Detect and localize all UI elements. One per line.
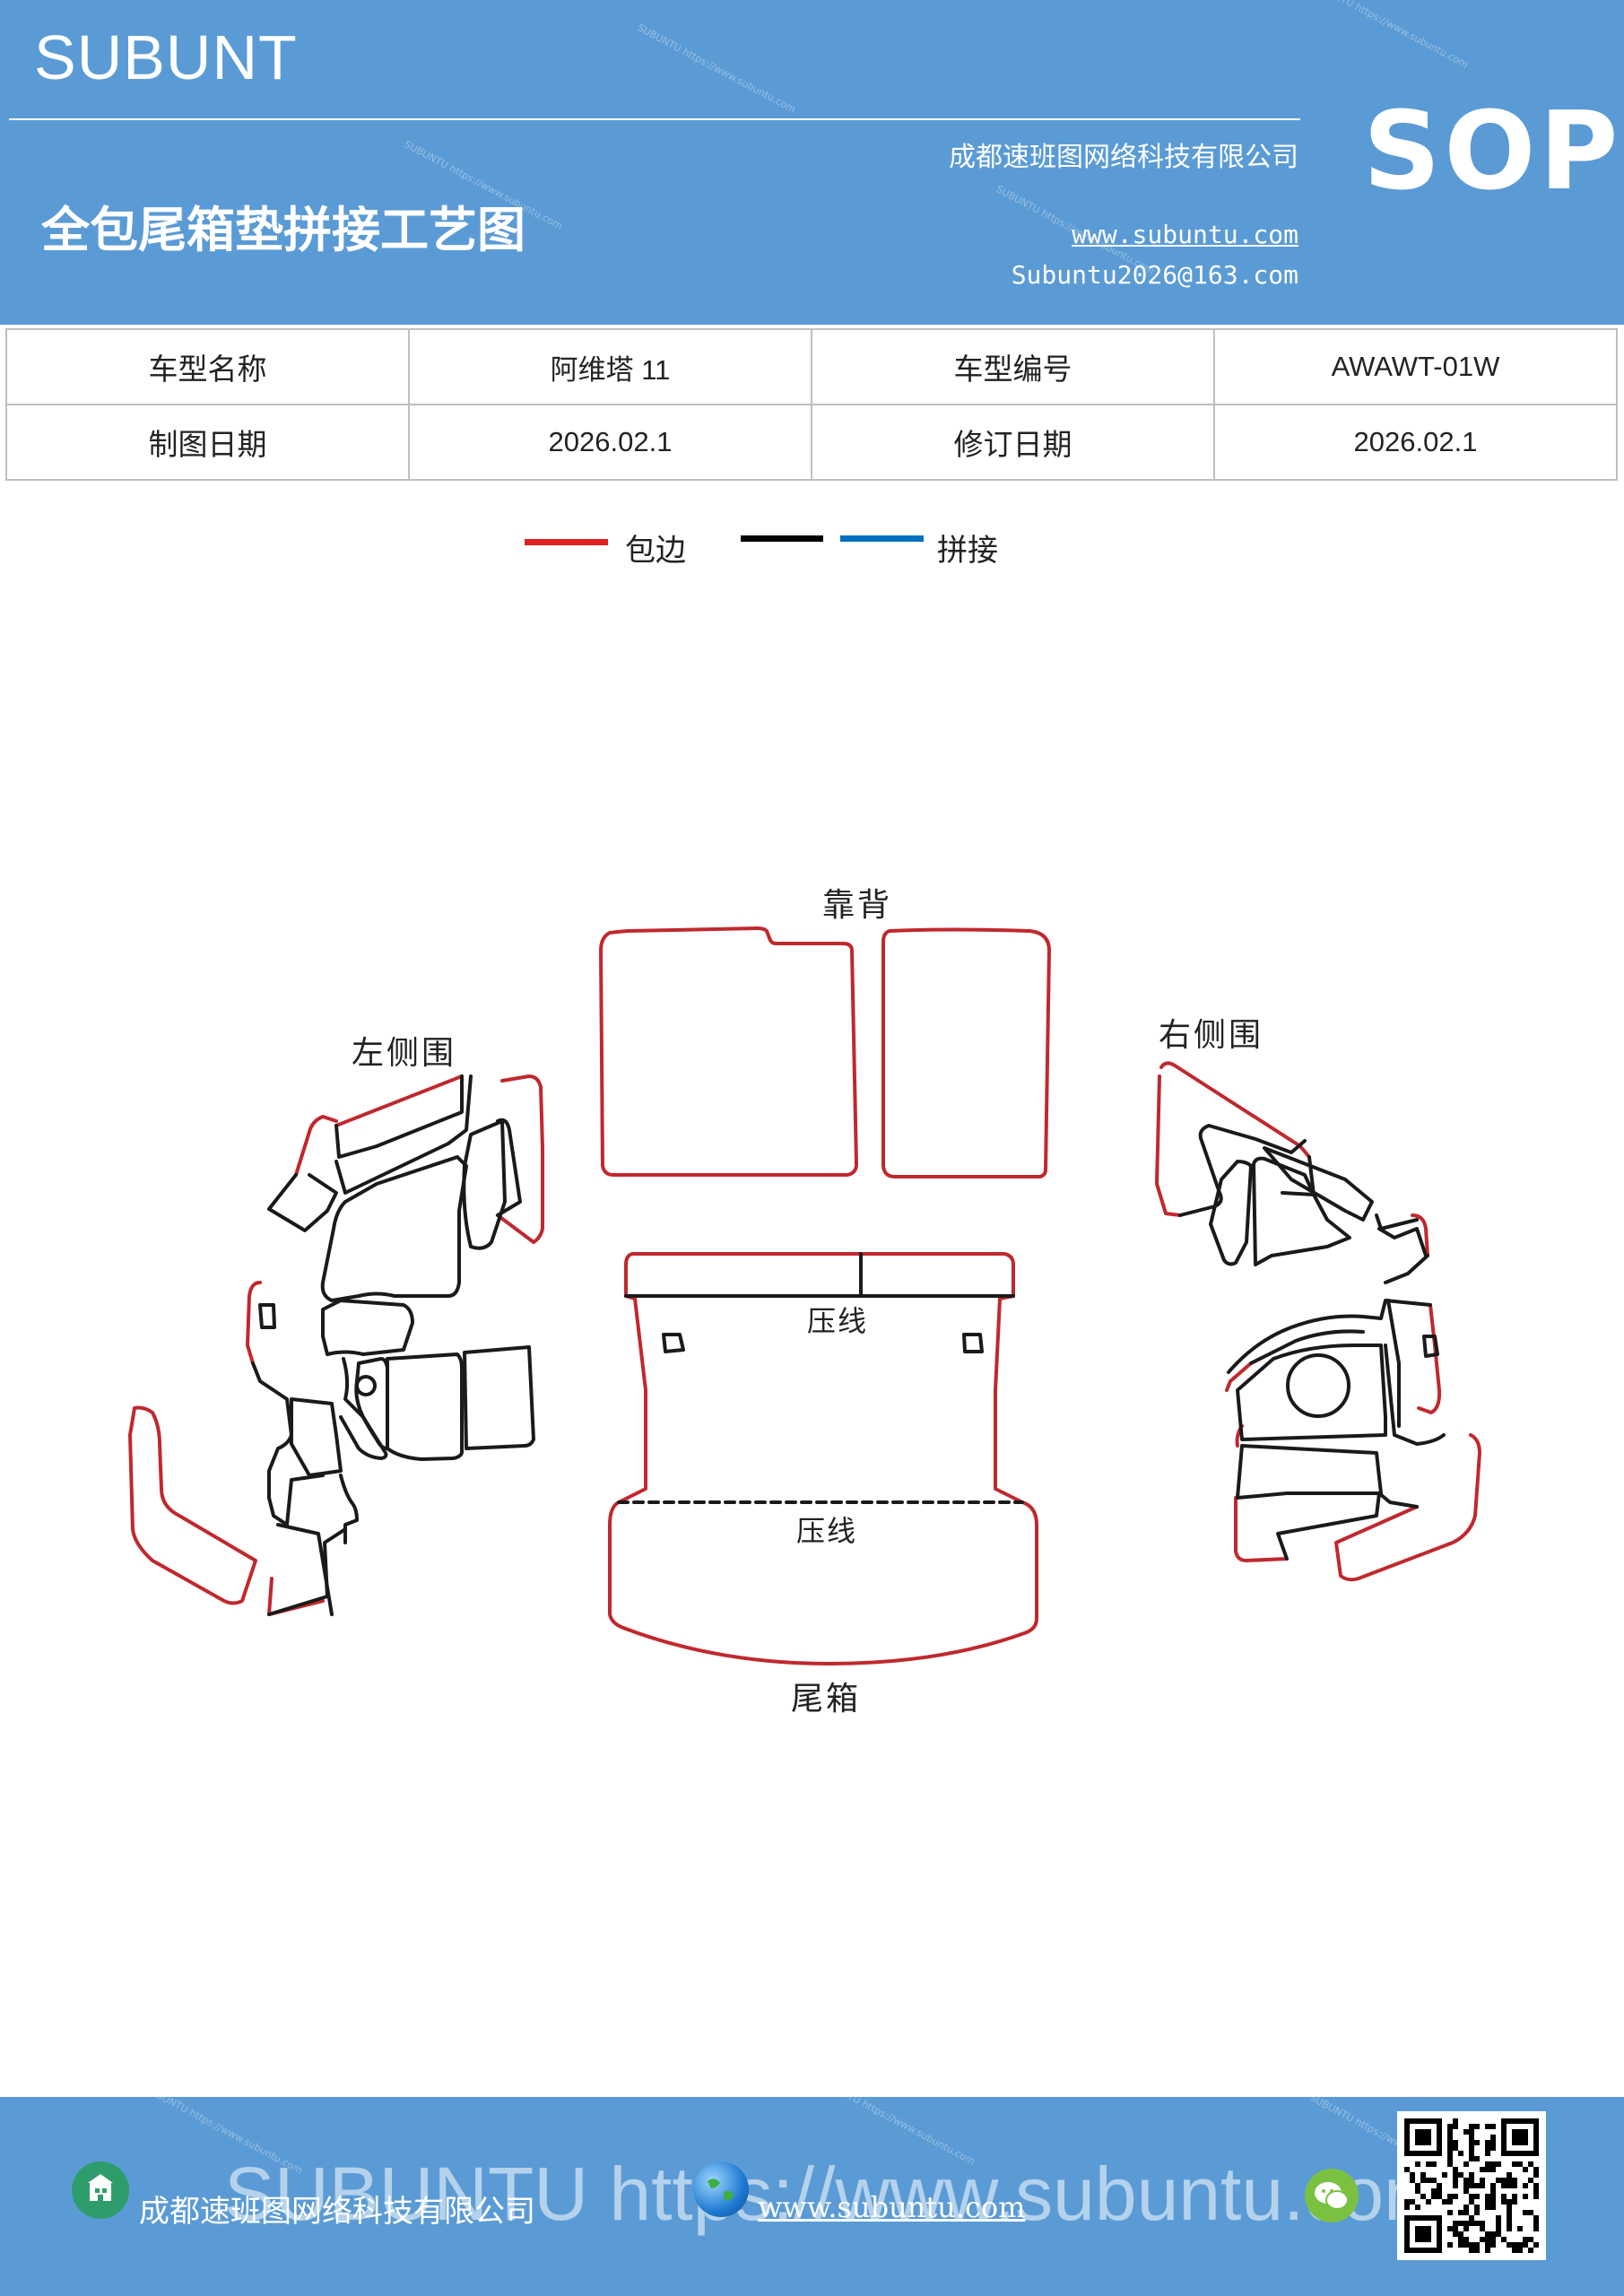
right-piece (1252, 1156, 1351, 1266)
left-piece (267, 1474, 325, 1526)
backrest-left-panel (599, 926, 858, 1177)
table-cell: 修订日期 (811, 404, 1215, 481)
right-piece (1227, 1299, 1432, 1374)
left-side-mid-edge (246, 1281, 262, 1365)
left-side-bottom-edge (267, 1577, 325, 1616)
building-icon (72, 2161, 129, 2219)
right-piece (1422, 1335, 1439, 1358)
right-piece (1375, 1213, 1419, 1231)
left-piece (308, 1173, 338, 1213)
page-title: 全包尾箱垫拼接工艺图 (41, 202, 525, 258)
right-side-top-edge (1155, 1074, 1182, 1217)
right-piece (1236, 1344, 1387, 1441)
legend-swatch-black (741, 535, 823, 542)
table-row: 车型名称 阿维塔 11 车型编号 AWAWT-01W (5, 328, 1618, 405)
right-round-hole (1286, 1353, 1350, 1418)
trunk-mat-diagram: 靠背 左侧围 右侧围 压线 压线 尾箱 (0, 807, 1624, 1794)
left-piece (354, 1357, 389, 1450)
footer-website-link[interactable]: www.subuntu.com (758, 2190, 1026, 2224)
right-piece (1178, 1124, 1307, 1217)
left-piece (320, 1155, 468, 1302)
left-piece (251, 1361, 293, 1500)
left-piece (334, 1074, 473, 1195)
footer-banner: SUBUNTU https://www.subuntu.com SUBUNTU … (0, 2097, 1624, 2296)
sop-badge: SOP (1363, 90, 1622, 214)
globe-icon (693, 2161, 749, 2217)
label-left-side: 左侧围 (352, 1035, 457, 1072)
table-cell: 阿维塔 11 (408, 328, 812, 405)
right-piece (1236, 1444, 1383, 1500)
left-piece (334, 1074, 464, 1159)
legend-swatch-edging (525, 539, 608, 545)
trunk-floor-panel (608, 1252, 1038, 1665)
label-backrest: 靠背 (822, 887, 893, 924)
left-piece (290, 1397, 343, 1477)
vehicle-info-table: 车型名称 阿维塔 11 车型编号 AWAWT-01W 制图日期 2026.02.… (5, 328, 1618, 481)
backrest-right-panel (881, 927, 1051, 1178)
header-banner: SUBUNTU https://www.subuntu.com SUBUNTU … (0, 0, 1624, 325)
website-link[interactable]: www.subuntu.com (1072, 220, 1298, 249)
right-side-top-edge (1159, 1061, 1311, 1159)
right-side-bottom-edge (1225, 1361, 1253, 1392)
right-piece (1276, 1492, 1381, 1561)
pattern-pieces-svg (128, 926, 1481, 1665)
brand-logo: SUBUNT (34, 22, 298, 92)
email-address[interactable]: Subuntu2026@163.com (1011, 260, 1298, 290)
left-round-hole (355, 1375, 377, 1396)
trunk-slot-left (662, 1333, 685, 1353)
right-piece (1263, 1146, 1374, 1222)
left-piece (267, 1527, 347, 1616)
right-side-mid-edge (1417, 1303, 1442, 1414)
legend-label-edging: 包边 (625, 533, 686, 569)
legend-label-splice: 拼接 (937, 533, 998, 569)
footer-company: 成都速班图网络科技有限公司 (139, 2194, 535, 2230)
left-piece (463, 1345, 535, 1450)
left-piece (267, 1173, 329, 1232)
company-name: 成都速班图网络科技有限公司 (949, 142, 1298, 173)
table-cell: 车型编号 (811, 328, 1215, 405)
right-side-bottom-edge (1334, 1433, 1481, 1582)
table-cell: 车型名称 (5, 328, 410, 405)
label-press-line: 压线 (796, 1514, 858, 1548)
qr-code (1397, 2111, 1546, 2260)
right-piece (1209, 1160, 1253, 1266)
right-piece (1384, 1344, 1446, 1446)
header-divider (9, 118, 1300, 120)
left-side-top-edge (496, 1074, 544, 1244)
right-piece (1377, 1227, 1428, 1257)
left-side-top-edge (294, 1115, 338, 1177)
table-cell: 制图日期 (5, 404, 410, 481)
table-row: 制图日期 2026.02.1 修订日期 2026.02.1 (5, 404, 1618, 481)
right-piece (1384, 1254, 1429, 1284)
right-piece (1377, 1492, 1419, 1509)
left-piece (339, 1357, 388, 1460)
legend-swatch-splice (840, 535, 924, 542)
right-piece (1386, 1299, 1401, 1428)
label-trunk: 尾箱 (791, 1681, 862, 1718)
table-cell: AWAWT-01W (1213, 328, 1618, 405)
left-piece (339, 1474, 359, 1544)
right-side-low-edge (1234, 1496, 1289, 1562)
left-side-top-edge (334, 1074, 464, 1127)
left-piece (462, 1119, 507, 1250)
table-cell: 2026.02.1 (1213, 404, 1618, 481)
label-press-line: 压线 (807, 1304, 869, 1338)
left-piece (321, 1299, 414, 1356)
label-right-side: 右侧围 (1159, 1017, 1264, 1054)
left-piece (496, 1118, 522, 1217)
watermark: SUBUNTU https://www.subuntu.com (1307, 0, 1471, 71)
wechat-icon (1305, 2169, 1359, 2222)
footer-watermark: SUBUNTU https://www.subuntu.com (224, 2152, 1447, 2236)
table-cell: 2026.02.1 (408, 404, 812, 481)
right-side-mid-edge (1411, 1213, 1429, 1257)
trunk-slot-right (962, 1333, 984, 1353)
right-piece (1249, 1329, 1365, 1365)
left-side-bottom-edge (128, 1405, 257, 1605)
watermark: SUBUNTU https://www.subuntu.com (635, 22, 798, 116)
left-piece (386, 1352, 464, 1461)
left-slot (258, 1303, 276, 1329)
